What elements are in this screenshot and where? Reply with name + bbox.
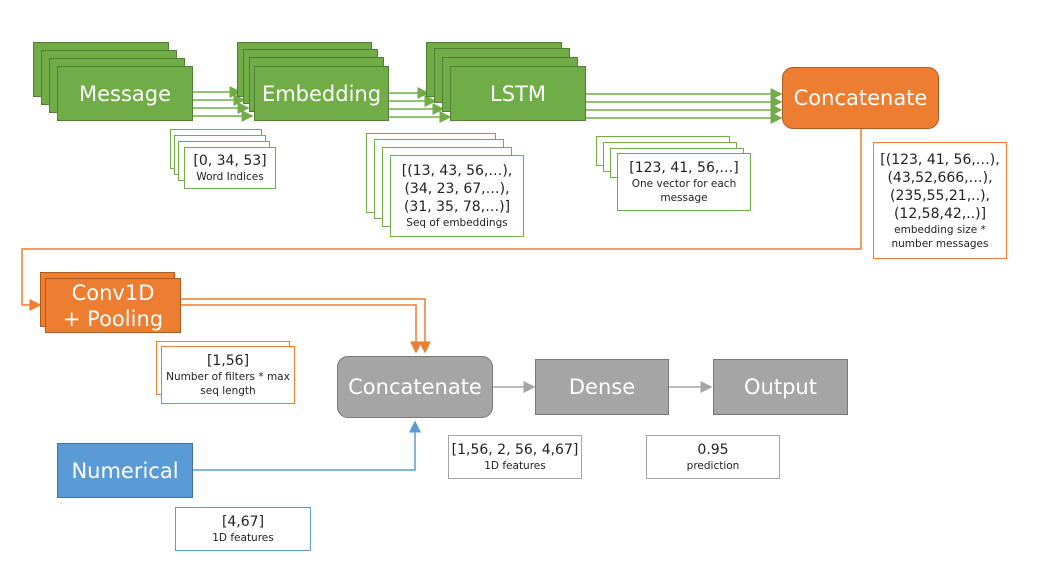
word-indices-annotation: [0, 34, 53] Word Indices xyxy=(184,147,276,189)
embedding-node: Embedding xyxy=(254,66,389,121)
numerical-features-value: [4,67] xyxy=(221,514,265,530)
concatenate-text-node: Concatenate xyxy=(782,67,939,129)
concat-matrix-caption: embedding size * xyxy=(894,223,986,236)
seq-embeddings-line: (34, 23, 67,…), xyxy=(404,181,510,197)
concat-matrix-annotation: [(123, 41, 56,…), (43,52,666,…), (235,55… xyxy=(873,142,1007,259)
conv1d-label-pooling: + Pooling xyxy=(62,306,164,331)
seq-embeddings-line: [(13, 43, 56,…), xyxy=(401,163,513,179)
word-indices-caption: Word Indices xyxy=(196,171,264,183)
conv-output-annotation: [1,56] Number of filters * max seq lengt… xyxy=(161,346,295,404)
numerical-features-annotation: [4,67] 1D features xyxy=(175,507,311,551)
seq-embeddings-line: (31, 35, 78,…)] xyxy=(403,199,511,215)
prediction-caption: prediction xyxy=(686,460,740,472)
concatenate-text-label: Concatenate xyxy=(793,86,928,110)
lstm-vector-value: [123, 41, 56,…] xyxy=(629,160,739,176)
numerical-features-caption: 1D features xyxy=(212,532,274,544)
concat-matrix-line: (43,52,666,…), xyxy=(887,169,993,186)
dense-label: Dense xyxy=(568,375,636,399)
word-indices-value: [0, 34, 53] xyxy=(193,153,267,169)
message-node: Message xyxy=(57,66,193,121)
numerical-to-concatenate-connector xyxy=(193,420,421,471)
final-features-annotation: [1,56, 2, 56, 4,67] 1D features xyxy=(448,435,582,479)
final-features-value: [1,56, 2, 56, 4,67] xyxy=(451,442,579,458)
embedding-label: Embedding xyxy=(261,81,382,106)
prediction-annotation: 0.95 prediction xyxy=(646,435,780,479)
numerical-label: Numerical xyxy=(71,458,179,483)
concat-matrix-line: [(123, 41, 56,…), xyxy=(880,151,1000,168)
numerical-node: Numerical xyxy=(57,443,193,498)
message-label: Message xyxy=(78,81,172,106)
conv1d-node: Conv1D + Pooling xyxy=(45,278,181,333)
lstm-node: LSTM xyxy=(450,66,586,121)
concatenate-final-node: Concatenate xyxy=(337,356,493,418)
concat-matrix-line: (235,55,21,..), xyxy=(890,187,990,204)
concat-matrix-caption: number messages xyxy=(891,237,989,250)
dense-node: Dense xyxy=(535,359,669,415)
output-node: Output xyxy=(713,359,848,415)
conv-output-value: [1,56] xyxy=(206,353,250,369)
seq-embeddings-annotation: [(13, 43, 56,…), (34, 23, 67,…), (31, 35… xyxy=(390,155,524,237)
lstm-vector-caption: One vector for each xyxy=(631,178,737,190)
final-features-caption: 1D features xyxy=(484,460,546,472)
conv1d-label: Conv1D xyxy=(71,280,155,305)
prediction-value: 0.95 xyxy=(697,442,729,458)
seq-embeddings-caption: Seq of embeddings xyxy=(406,217,508,229)
lstm-label: LSTM xyxy=(490,81,546,106)
conv-output-caption: Number of filters * max xyxy=(166,371,290,383)
output-label: Output xyxy=(744,375,817,399)
lstm-to-concatenate-arrows xyxy=(585,88,783,124)
conv-output-caption: seq length xyxy=(200,385,256,397)
concatenate-final-label: Concatenate xyxy=(348,375,482,399)
lstm-vector-annotation: [123, 41, 56,…] One vector for each mess… xyxy=(617,153,751,211)
lstm-vector-caption: message xyxy=(660,192,708,204)
concat-matrix-line: (12,58,42,..)] xyxy=(893,205,987,222)
